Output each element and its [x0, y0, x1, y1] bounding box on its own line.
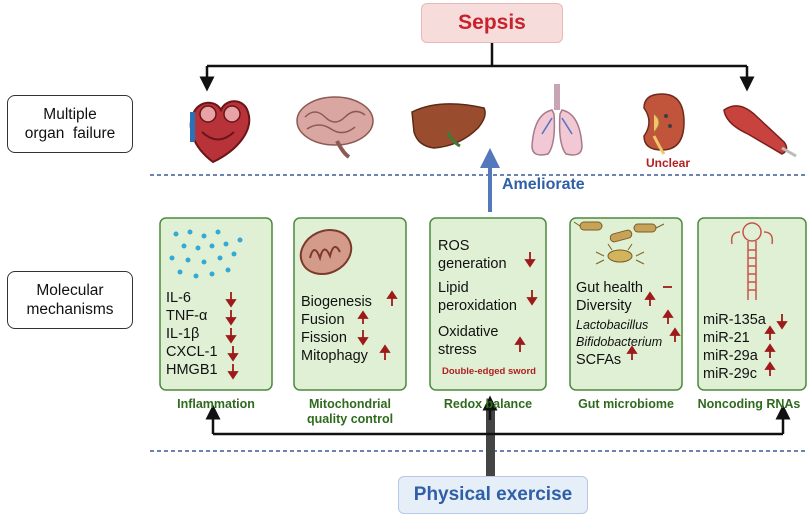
redox-item: peroxidation: [438, 298, 517, 314]
arrow-up-icon: [669, 327, 681, 342]
box-redox: [429, 217, 547, 391]
ameliorate-label: Ameliorate: [502, 176, 585, 193]
mitochondrial-label: Mitochondrial quality control: [290, 397, 410, 427]
kidney-icon: [643, 93, 685, 155]
expression-arrows: [225, 252, 788, 380]
arrow-up-icon: [662, 309, 674, 324]
arrow-up-icon: [514, 336, 526, 352]
arrow-up-icon: [764, 343, 776, 358]
inflammation-label: Inflammation: [177, 397, 255, 411]
arrow-down-icon: [227, 346, 239, 362]
noncoding-item: miR-21: [703, 330, 750, 346]
label-line: Molecular: [36, 281, 104, 299]
label-line: Mitochondrial: [309, 397, 391, 411]
arrow-up-icon: [379, 344, 391, 360]
arrow-down-icon: [776, 314, 788, 330]
redox-item: stress: [438, 342, 477, 358]
rna-hairpin-icon: [730, 222, 774, 300]
gut-label: Gut microbiome: [578, 397, 674, 411]
gut-item: Gut health: [576, 280, 643, 296]
cytokine-dots-icon: [169, 229, 243, 279]
multiple-organ-failure-label: Multiple organ failure: [7, 95, 133, 153]
mitochondrial-item: Biogenesis: [301, 294, 372, 310]
exercise-branch-lines: [205, 395, 791, 476]
box-gut: [569, 217, 683, 391]
sepsis-branch-lines: [199, 43, 755, 92]
mitochondrial-item: Fusion: [301, 312, 345, 328]
inflammation-item: CXCL-1: [166, 344, 218, 360]
noncoding-label: Noncoding RNAs: [697, 397, 801, 411]
inflammation-item: TNF-α: [166, 308, 208, 324]
redox-item: generation: [438, 256, 507, 272]
redox-item: Oxidative: [438, 324, 499, 340]
noncoding-item: miR-29c: [703, 366, 757, 382]
arrow-up-icon: [764, 325, 776, 340]
label-line: Multiple: [43, 105, 97, 123]
arrow-down-icon: [526, 290, 538, 306]
redox-label: Redox balance: [443, 397, 533, 411]
arrow-down-icon: [357, 330, 369, 346]
arrow-down-icon: [225, 328, 237, 344]
mitochondrion-icon: [299, 229, 353, 275]
arrow-up-icon: [644, 291, 656, 306]
mitochondrial-item: Fission: [301, 330, 347, 346]
arrow-down-icon: [524, 252, 536, 268]
molecular-mechanisms-label: Molecular mechanisms: [7, 271, 133, 329]
inflammation-item: IL-6: [166, 290, 191, 306]
box-noncoding: [697, 217, 807, 391]
label-line: organ failure: [24, 125, 116, 142]
arrow-up-icon: [626, 345, 638, 360]
brain-icon: [296, 96, 374, 159]
arrow-down-icon: [225, 292, 237, 308]
sepsis-box: Sepsis: [421, 3, 563, 43]
double-edged-sword-note: Double-edged sword: [442, 366, 536, 377]
bacteria-icon: [573, 221, 665, 265]
gut-item: Diversity: [576, 298, 632, 314]
inflammation-item: IL-1β: [166, 326, 200, 342]
noncoding-item: miR-29a: [703, 348, 758, 364]
arrow-down-icon: [227, 364, 239, 380]
inflammation-item: HMGB1: [166, 362, 218, 378]
muscle-icon: [723, 105, 797, 158]
arrow-up-icon: [357, 310, 369, 324]
arrow-down-icon: [225, 310, 237, 326]
lungs-icon: [531, 84, 583, 156]
noncoding-item: miR-135a: [703, 312, 766, 328]
gut-item: SCFAs: [576, 352, 622, 368]
gut-item: Bifidobacterium: [576, 335, 663, 349]
arrow-up-icon: [764, 361, 776, 376]
gut-item: Lactobacillus: [576, 318, 649, 332]
redox-item: Lipid: [438, 280, 469, 296]
redox-item: ROS: [438, 238, 470, 254]
heart-icon: [189, 100, 251, 164]
liver-icon: [411, 103, 486, 149]
label-line: quality control: [306, 412, 394, 426]
label-line: mechanisms: [26, 301, 114, 318]
mitochondrial-item: Mitophagy: [301, 348, 368, 364]
arrow-up-icon: [386, 290, 398, 306]
physical-exercise-box: Physical exercise: [398, 476, 588, 514]
kidney-unclear-note: Unclear: [646, 156, 691, 170]
